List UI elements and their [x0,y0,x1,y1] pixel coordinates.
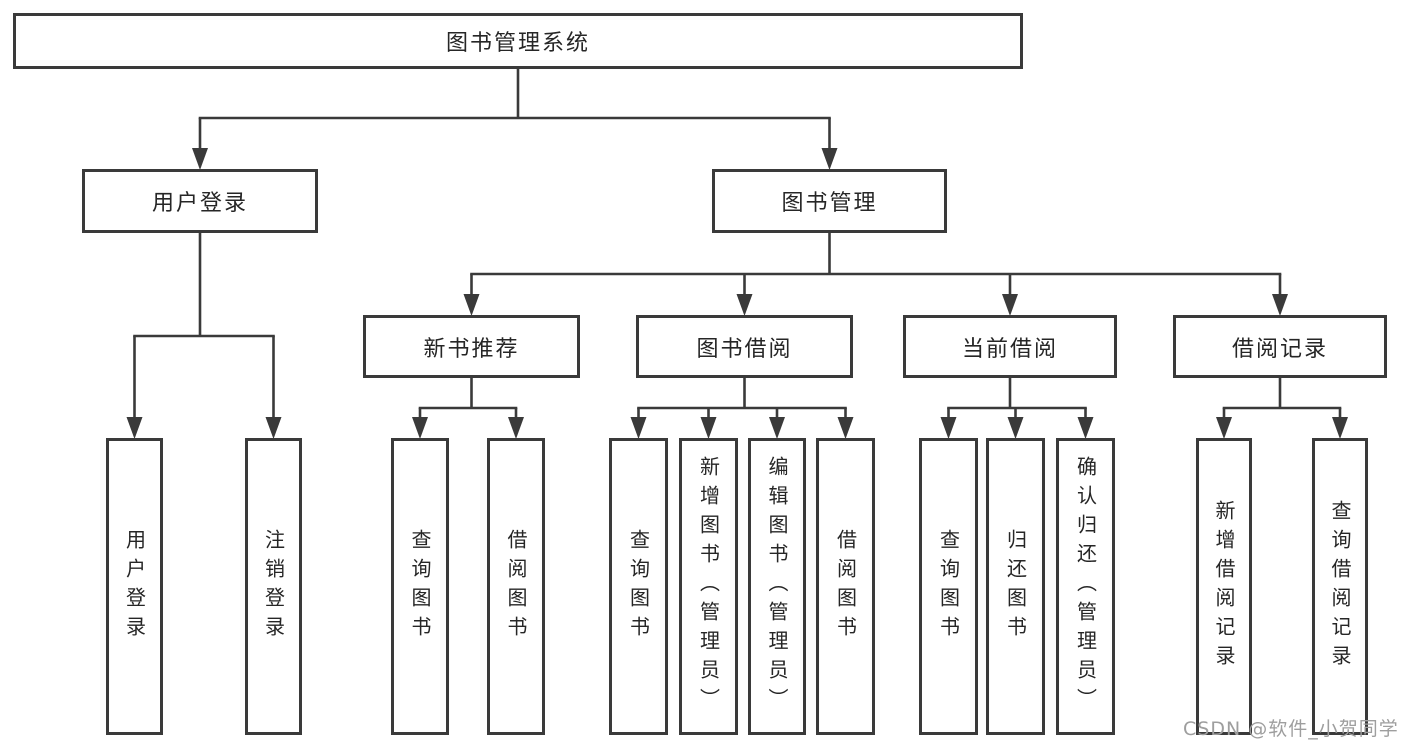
node-label: 借阅记录 [1231,336,1328,362]
node-leaf-query-record: 查询借阅记录 [1312,438,1368,735]
node-leaf-return-book: 归还图书 [986,438,1045,735]
node-label: 借阅图书 [504,528,528,645]
node-leaf-logout: 注销登录 [245,438,302,735]
watermark: CSDN @软件_小贺同学 [1183,718,1399,740]
node-book-borrow: 图书借阅 [636,315,853,378]
node-leaf-query-book-1: 查询图书 [391,438,449,735]
node-label: 图书管理系统 [445,31,590,56]
node-user-login: 用户登录 [82,169,318,233]
node-label: 图书管理 [781,191,878,216]
node-leaf-query-book-2: 查询图书 [609,438,668,735]
node-label: 图书借阅 [696,336,793,362]
node-label: 当前借阅 [961,336,1058,362]
node-label: 查询图书 [408,528,432,645]
node-leaf-user-login: 用户登录 [106,438,163,735]
node-label: 注销登录 [261,528,286,645]
node-label: 用户登录 [151,191,248,216]
node-leaf-borrow-book-2: 借阅图书 [816,438,875,735]
node-label: 用户登录 [122,528,147,645]
node-leaf-edit-book: 编辑图书（管理员） [748,438,806,735]
node-label: 借阅图书 [833,528,858,645]
node-leaf-borrow-book-1: 借阅图书 [487,438,545,735]
node-leaf-query-book-3: 查询图书 [919,438,978,735]
node-label: 确认归还（管理员） [1073,456,1098,717]
node-label: 查询图书 [936,528,961,645]
node-label: 新书推荐 [423,336,520,362]
node-leaf-add-record: 新增借阅记录 [1196,438,1252,735]
node-label: 新增借阅记录 [1212,499,1236,674]
node-label: 查询图书 [626,528,651,645]
node-root: 图书管理系统 [13,13,1023,69]
node-new-book-rec: 新书推荐 [363,315,580,378]
node-leaf-confirm-return: 确认归还（管理员） [1056,438,1115,735]
node-current-borrow: 当前借阅 [903,315,1117,378]
node-leaf-add-book: 新增图书（管理员） [679,438,738,735]
node-label: 新增图书（管理员） [696,456,721,717]
node-label: 归还图书 [1003,528,1028,645]
node-book-mgmt: 图书管理 [712,169,947,233]
node-label: 编辑图书（管理员） [765,456,789,717]
node-label: 查询借阅记录 [1328,499,1352,674]
node-borrow-record: 借阅记录 [1173,315,1387,378]
